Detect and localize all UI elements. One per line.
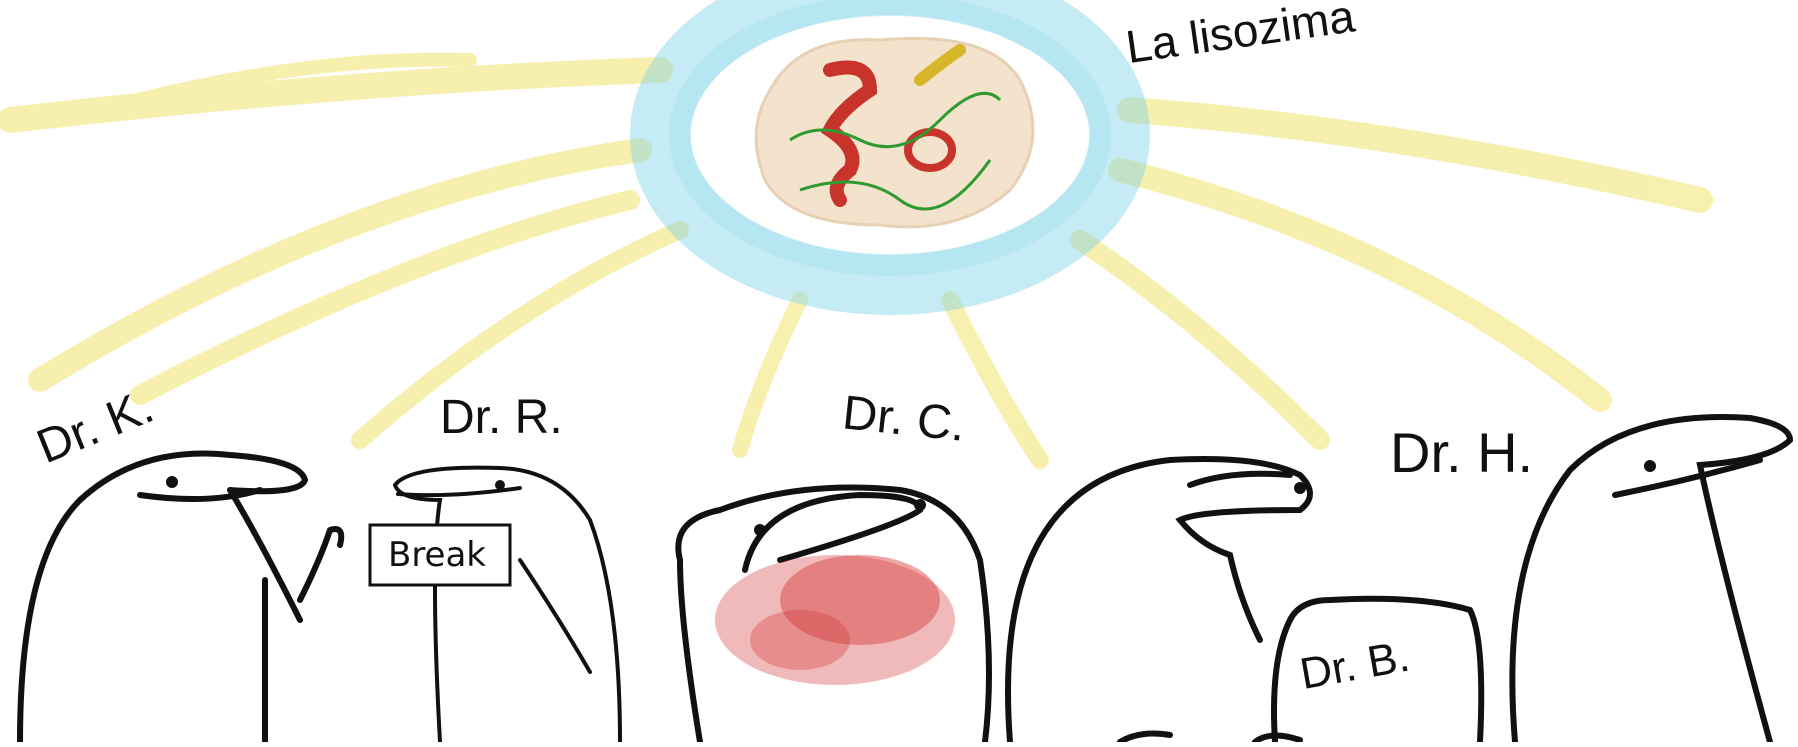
character-dr-c xyxy=(675,484,992,745)
character-dr-h xyxy=(1509,414,1794,745)
character-dr-r xyxy=(368,465,622,744)
label-dr-r: Dr. R. xyxy=(440,391,563,444)
label-dr-h: Dr. H. xyxy=(1390,421,1534,484)
break-sign-text: Break xyxy=(388,535,486,575)
character-dr-b-group xyxy=(1005,456,1485,745)
glow-ring xyxy=(630,0,1150,315)
protein-splat xyxy=(715,555,955,685)
character-dr-k xyxy=(17,450,345,745)
glow-rays xyxy=(0,52,1713,469)
lysozyme-protein-image xyxy=(754,36,1035,229)
